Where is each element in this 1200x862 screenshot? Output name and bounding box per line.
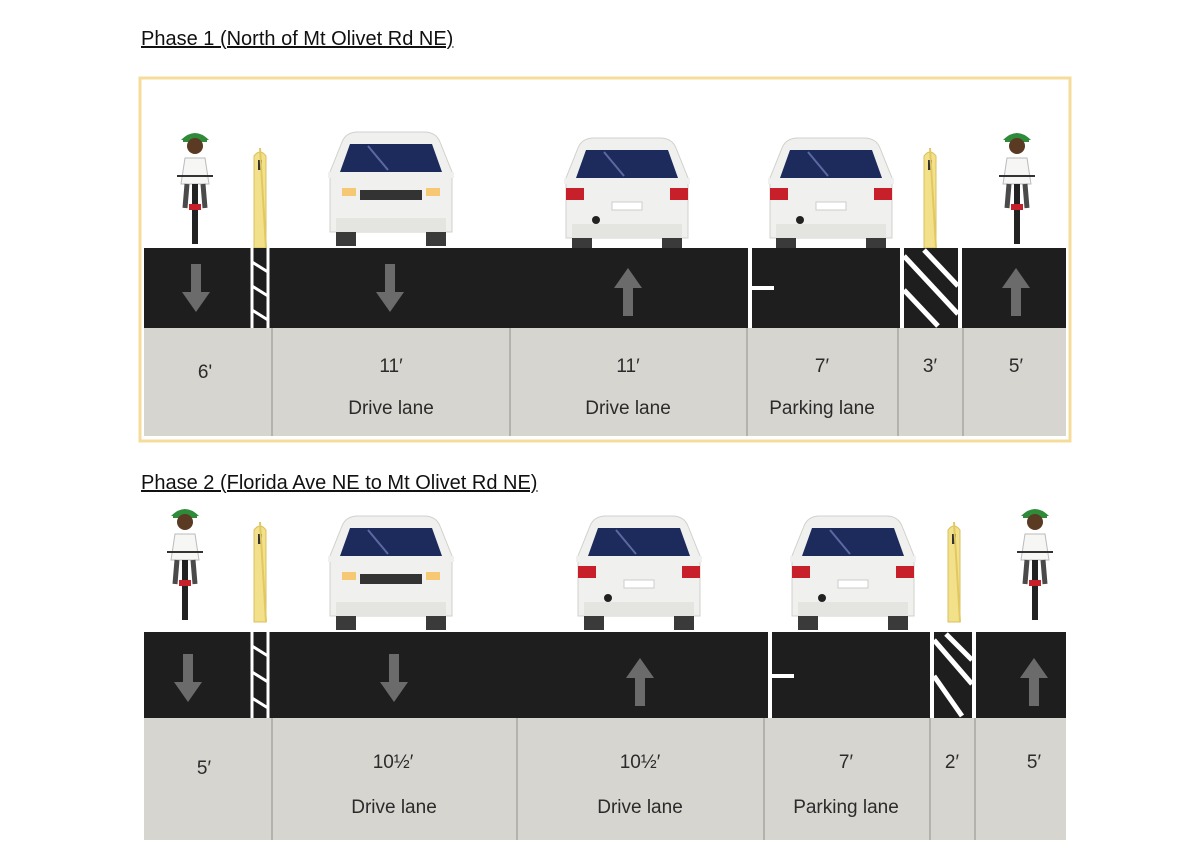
segment-width: 5′: [1009, 356, 1024, 377]
car-front-icon: [327, 515, 455, 631]
car-rear-icon: [575, 515, 703, 631]
segment-width: 2′: [945, 752, 960, 773]
delineator-post-icon: [923, 147, 937, 249]
cyclist-icon: [999, 133, 1035, 244]
phase-2-diagram: 5′ 10½′ Drive lane 10½′ Drive lane 7′ Pa…: [144, 509, 1066, 840]
segment-label: Drive lane: [351, 797, 437, 818]
parked-car-icon: [767, 137, 895, 253]
segment-label: Drive lane: [597, 797, 683, 818]
car-front-icon: [327, 131, 455, 247]
segment-label: Drive lane: [348, 398, 434, 419]
dimension-strip: [144, 718, 1066, 840]
roadway: [144, 632, 1066, 718]
delineator-post-icon: [947, 521, 961, 623]
cyclist-icon: [167, 509, 203, 620]
segment-label: Parking lane: [793, 797, 899, 818]
segment-width: 5′: [1027, 752, 1042, 773]
delineator-post-icon: [253, 521, 267, 623]
segment-width: 11′: [616, 356, 640, 377]
phase-1-diagram: 6' 11′ Drive lane 11′ Drive lane 7′ Park…: [138, 76, 1072, 443]
segment-width: 6': [198, 362, 212, 383]
segment-label: Parking lane: [769, 398, 875, 419]
delineator-post-icon: [253, 147, 267, 249]
phase-1-frame: [138, 76, 1072, 443]
parked-car-icon: [789, 515, 917, 631]
segment-width: 7′: [815, 356, 830, 377]
segment-label: Drive lane: [585, 398, 671, 419]
dimension-strip: [144, 328, 1066, 436]
segment-width: 11′: [379, 356, 403, 377]
phase-2-title: Phase 2 (Florida Ave NE to Mt Olivet Rd …: [141, 472, 538, 494]
segment-width: 10½′: [373, 752, 414, 773]
cyclist-icon: [177, 133, 213, 244]
car-rear-icon: [563, 137, 691, 253]
phase-1-title: Phase 1 (North of Mt Olivet Rd NE): [141, 28, 454, 50]
segment-width: 5′: [197, 758, 212, 779]
segment-width: 3′: [923, 356, 938, 377]
segment-width: 10½′: [620, 752, 661, 773]
segment-width: 7′: [839, 752, 854, 773]
cyclist-icon: [1017, 509, 1053, 620]
